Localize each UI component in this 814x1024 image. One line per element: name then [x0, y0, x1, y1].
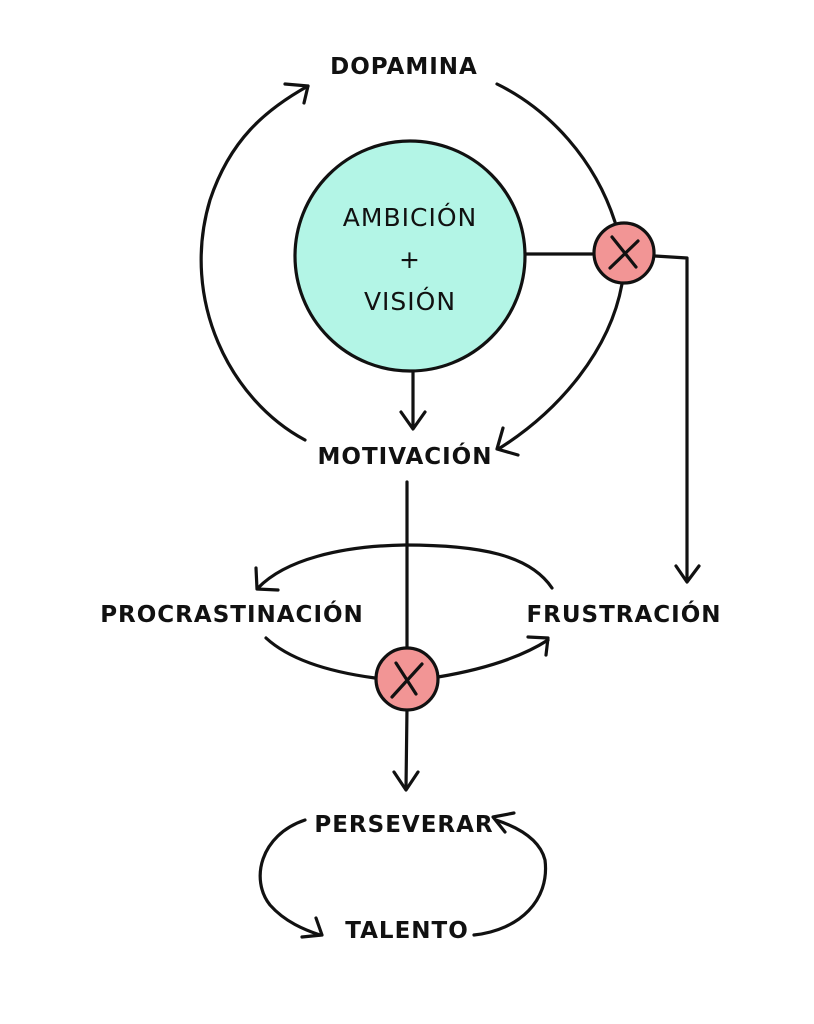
blocker-bottom-x-icon [390, 661, 424, 699]
edge-procrastinacion-to-blocker [264, 636, 377, 680]
node-motivacion: MOTIVACIÓN [318, 442, 493, 470]
edge-talento-to-perseverar [472, 818, 548, 937]
node-perseverar: PERSEVERAR [314, 812, 493, 838]
arrowhead-dopamina [283, 82, 310, 105]
arrowhead-motivacion-right [495, 426, 520, 457]
edge-motivacion-to-perseverar [404, 480, 409, 790]
edge-perseverar-to-talento [258, 818, 322, 937]
arrowhead-frustracion-bottom [526, 635, 550, 657]
node-procrastinacion: PROCRASTINACIÓN [100, 600, 364, 628]
center-node-plus: + [399, 245, 421, 274]
center-node-line3: VISIÓN [364, 286, 456, 316]
arrowhead-perseverar [392, 770, 420, 792]
node-talento: TALENTO [345, 918, 469, 944]
arrowhead-frustracion [674, 564, 701, 584]
node-dopamina: DOPAMINA [330, 54, 478, 80]
center-node-circle [293, 139, 527, 373]
edge-blocker-to-motivacion [498, 282, 624, 450]
arrowhead-talento [300, 916, 324, 939]
arrowhead-procrastinacion [254, 566, 280, 592]
arrowhead-motivacion-top [399, 410, 427, 431]
blocker-top-x-icon [608, 235, 640, 270]
center-node-line1: AMBICIÓN [343, 202, 477, 232]
edge-blocker-to-frustracion [653, 254, 689, 582]
edge-motivacion-to-dopamina [199, 84, 310, 442]
node-frustracion: FRUSTRACIÓN [526, 600, 721, 628]
edge-frustracion-to-procrastinacion [256, 543, 554, 590]
arrowhead-perseverar-loop [491, 811, 516, 834]
edge-dopamina-to-blocker [495, 82, 617, 224]
edge-blocker-to-frustracion-bottom [436, 638, 550, 679]
